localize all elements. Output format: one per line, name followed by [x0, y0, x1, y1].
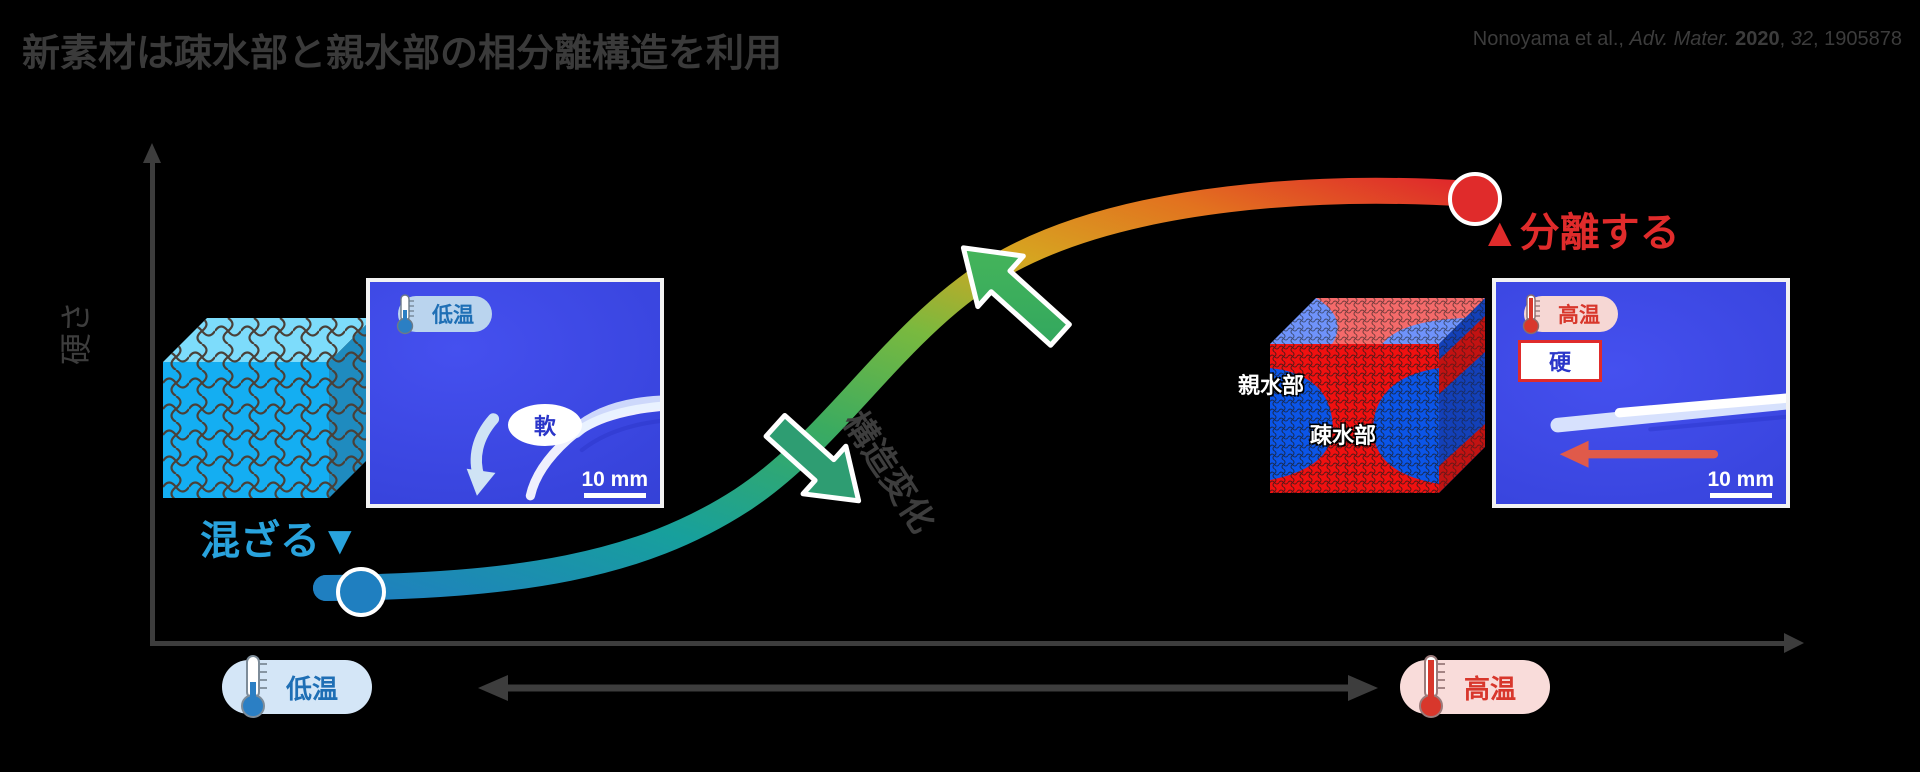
label-hydrophilic-domain: 親水部 — [1238, 373, 1305, 398]
photo-content — [1550, 393, 1786, 468]
citation-article: 1905878 — [1824, 28, 1902, 50]
scale-bar-low: 10 mm — [581, 468, 648, 498]
curve-endpoint-low-temp — [336, 567, 386, 617]
temperature-badge-hot: 高温 — [1522, 294, 1618, 335]
axis-pill-high-temperature: 高温 — [1400, 655, 1551, 718]
scale-bar-low-label: 10 mm — [581, 468, 648, 491]
label-structure-change: 構造変化 — [835, 404, 942, 540]
scale-bar-low-line — [583, 493, 646, 498]
label-mixed-state: 混ざる▼ — [200, 519, 360, 563]
curve-endpoint-high-temp — [1448, 172, 1502, 226]
phase-separated-cube — [1270, 298, 1485, 493]
axis-pill-high-temperature-label: 高温 — [1464, 673, 1517, 704]
citation-comma-1: , — [1779, 28, 1786, 50]
citation-year: 2020 — [1735, 28, 1780, 50]
temperature-range-arrow-icon — [478, 675, 1378, 701]
citation-journal: Adv. Mater. — [1629, 28, 1730, 50]
scale-bar-high-line — [1709, 493, 1772, 498]
scale-bar-high-label: 10 mm — [1707, 468, 1774, 491]
temperature-badge-cold: 低温 — [396, 294, 492, 335]
y-axis-arrow-icon — [143, 143, 161, 163]
label-hydrophobic-domain: 疎水部 — [1310, 423, 1377, 448]
thermometer-icon — [241, 655, 267, 718]
x-axis-arrow-icon — [1784, 633, 1804, 653]
citation-comma-2: , — [1813, 28, 1819, 50]
thermometer-icon — [396, 294, 414, 335]
citation: Nonoyama et al., Adv. Mater. 2020, 32, 1… — [1473, 28, 1902, 51]
photo-high-temperature-sample: 高温 硬 10 mm — [1492, 278, 1790, 508]
scale-bar-high: 10 mm — [1707, 468, 1774, 498]
citation-authors: Nonoyama et al., — [1472, 28, 1624, 50]
y-axis-line — [150, 158, 155, 646]
citation-volume: 32 — [1790, 28, 1813, 50]
y-axis-label: 硬さ — [58, 300, 95, 366]
x-axis-line — [150, 641, 1790, 646]
page-title: 新素材は疎水部と親水部の相分離構造を利用 — [22, 33, 783, 75]
photo-low-temperature-sample: 低温 軟 10 mm — [366, 278, 664, 508]
thermometer-icon — [1522, 294, 1540, 335]
temperature-badge-cold-label: 低温 — [432, 304, 474, 327]
thermometer-icon — [1419, 655, 1445, 718]
stiffness-badge-hard: 硬 — [1518, 340, 1602, 382]
label-separated-state: ▲分離する — [1480, 211, 1680, 255]
axis-pill-low-temperature: 低温 — [222, 655, 373, 718]
homogeneous-network-cube — [163, 318, 373, 498]
stiffness-badge-soft: 軟 — [508, 404, 582, 446]
axis-pill-low-temperature-label: 低温 — [286, 673, 339, 704]
temperature-badge-hot-label: 高温 — [1558, 304, 1600, 327]
